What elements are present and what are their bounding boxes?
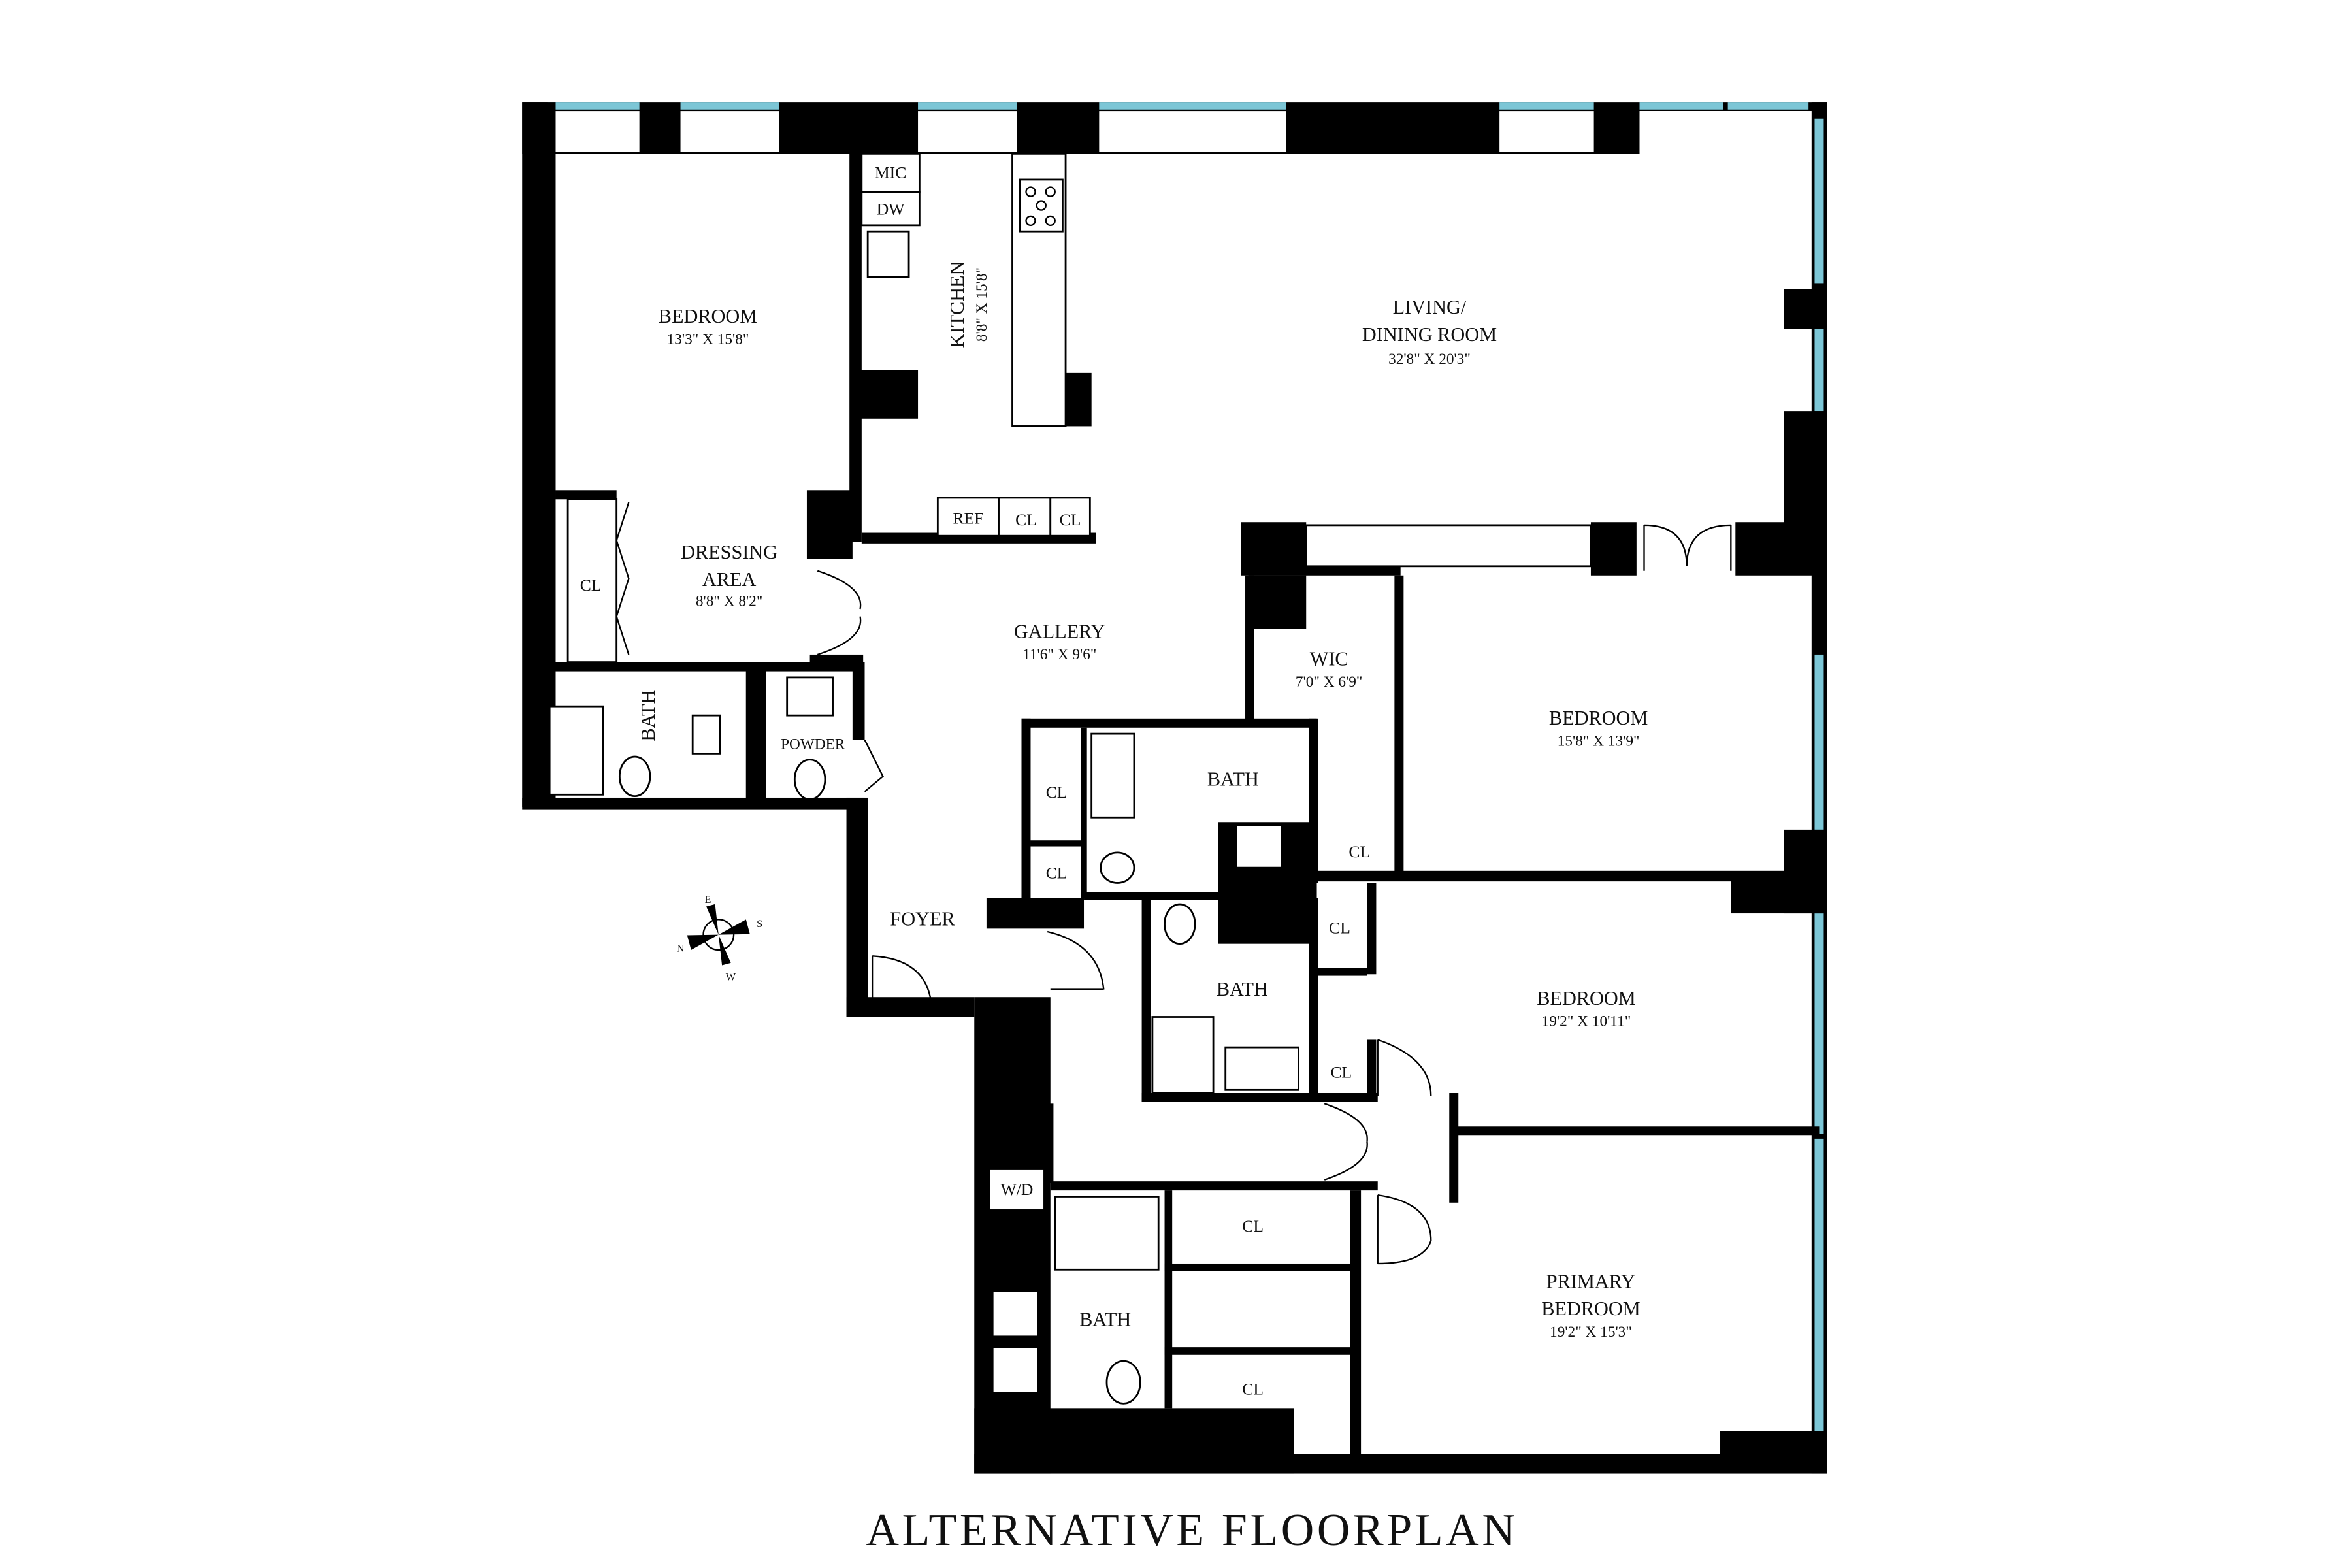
room-name: DINING ROOM xyxy=(1362,323,1497,346)
room-name: FOYER xyxy=(890,908,955,930)
sink-icon xyxy=(786,676,834,717)
floorplan-title: ALTERNATIVE FLOORPLAN xyxy=(866,1505,1518,1556)
closet-label: CL xyxy=(1330,1063,1352,1082)
room-name: BEDROOM xyxy=(659,305,757,327)
closet-label: CL xyxy=(580,576,602,595)
room-name: AREA xyxy=(702,568,757,591)
sink-icon xyxy=(691,714,721,755)
fixtures xyxy=(548,152,1592,1405)
room-dims: 8'8" X 15'8" xyxy=(973,267,990,342)
closet-label: CL xyxy=(1060,510,1081,529)
windows xyxy=(547,102,1809,110)
room-name: GALLERY xyxy=(1014,620,1105,642)
refrigerator-label: REF xyxy=(953,509,983,528)
fixture-labels: MIC DW REF CL CL CL CL CL CL CL CL CL CL… xyxy=(580,163,1370,1399)
compass-rose-icon: E S N W xyxy=(677,893,763,983)
room-dims: 7'0" X 6'9" xyxy=(1296,674,1362,691)
compass-s: S xyxy=(757,917,762,930)
washer-dryer xyxy=(988,1168,1045,1211)
room-name: WIC xyxy=(1310,647,1348,670)
toilet-icon xyxy=(1105,1360,1141,1405)
room-name: DRESSING xyxy=(681,541,777,563)
room-name: POWDER xyxy=(781,736,845,753)
sink-icon xyxy=(991,1346,1039,1394)
room-labels: BEDROOM 13'3" X 15'8" KITCHEN 8'8" X 15'… xyxy=(637,261,1648,1340)
closet-label: CL xyxy=(1242,1379,1264,1398)
compass-n: N xyxy=(677,941,685,954)
shower-icon xyxy=(1151,1016,1215,1094)
room-dims: 8'8" X 8'2" xyxy=(696,593,762,610)
sink-icon xyxy=(866,230,910,278)
room-dims: 13'3" X 15'8" xyxy=(667,331,749,348)
shower-icon xyxy=(1090,732,1135,819)
room-dims: 11'6" X 9'6" xyxy=(1022,646,1096,663)
room-name: BATH xyxy=(1079,1309,1131,1331)
toilet-icon xyxy=(1164,903,1196,945)
room-name: BEDROOM xyxy=(1549,707,1648,729)
washer-dryer-label: W/D xyxy=(1001,1180,1034,1199)
toilet-icon xyxy=(618,755,651,798)
sink-icon xyxy=(1224,1046,1299,1091)
sink-icon xyxy=(991,1290,1039,1338)
closet-label: CL xyxy=(1015,510,1037,529)
sink-icon xyxy=(1235,824,1283,869)
room-dims: 19'2" X 10'11" xyxy=(1542,1013,1631,1030)
doors xyxy=(615,502,1732,1265)
room-name: BEDROOM xyxy=(1541,1298,1640,1320)
compass-e: E xyxy=(705,893,711,906)
shower-icon xyxy=(1054,1196,1160,1271)
closet-label: CL xyxy=(1242,1217,1264,1235)
toilet-icon xyxy=(793,759,826,800)
room-name: BATH xyxy=(1217,978,1268,1000)
exterior-walls xyxy=(522,102,1827,1474)
closet-label: CL xyxy=(1348,842,1370,861)
microwave-label: MIC xyxy=(875,163,906,182)
room-name: KITCHEN xyxy=(946,261,968,348)
closet-label: CL xyxy=(1046,863,1068,882)
room-name: PRIMARY xyxy=(1546,1270,1635,1292)
compass-w: W xyxy=(726,971,736,983)
interior-walls xyxy=(545,152,1820,1462)
room-dims: 15'8" X 13'9" xyxy=(1558,733,1640,750)
closet-label: CL xyxy=(1329,918,1350,937)
dishwasher-label: DW xyxy=(877,200,906,219)
room-dims: 32'8" X 20'3" xyxy=(1388,351,1471,368)
closet-label: CL xyxy=(1046,783,1068,802)
room-dims: 19'2" X 15'3" xyxy=(1550,1324,1632,1341)
room-name: BATH xyxy=(1207,768,1259,790)
toilet-icon xyxy=(1100,851,1135,884)
room-name: LIVING/ xyxy=(1393,296,1467,318)
room-name: BEDROOM xyxy=(1537,987,1635,1009)
bathtub-icon xyxy=(548,705,604,796)
room-name: BATH xyxy=(637,690,659,742)
